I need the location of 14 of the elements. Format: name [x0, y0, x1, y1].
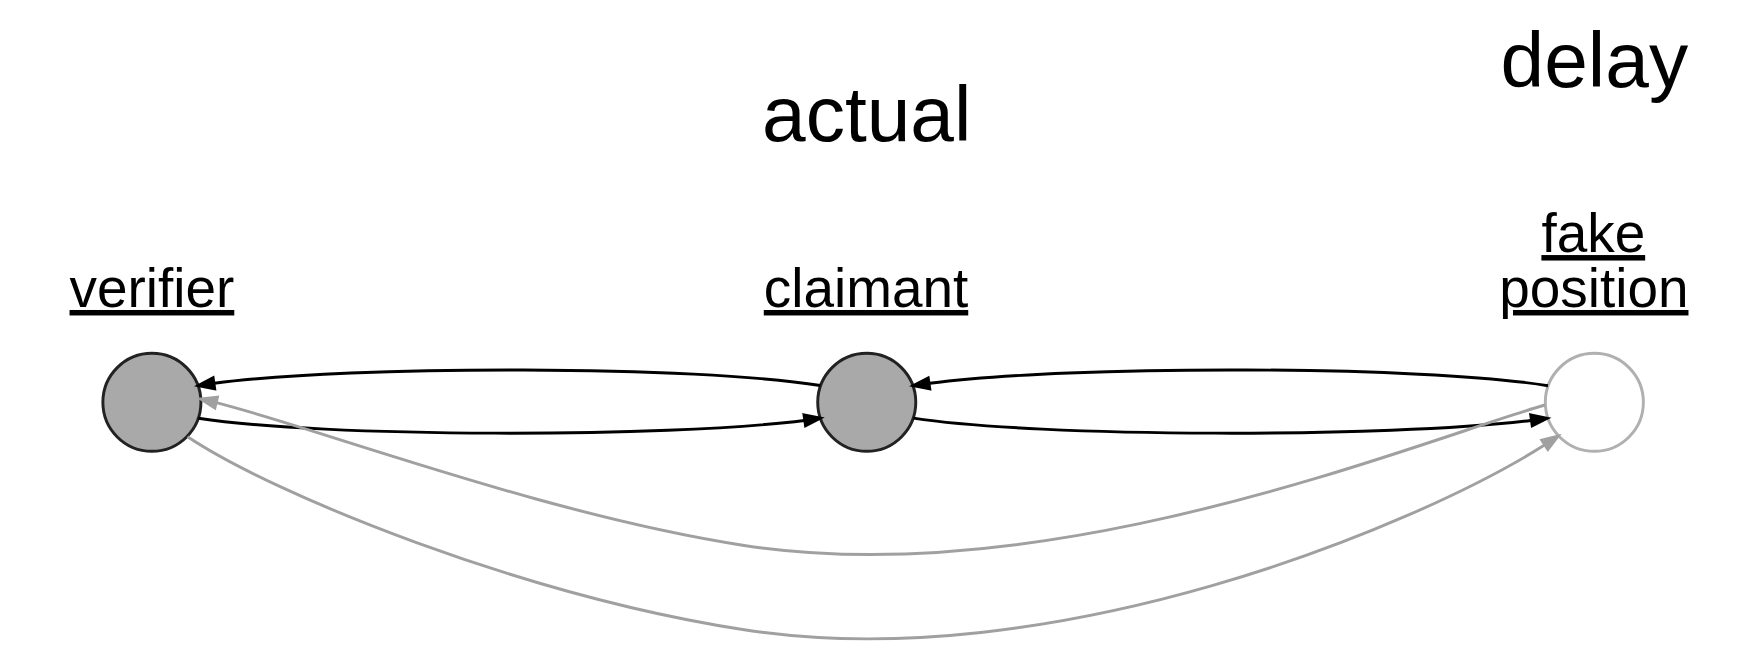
node-circle	[1543, 351, 1645, 453]
arrow	[196, 395, 1546, 556]
arrow	[913, 413, 1552, 435]
arrow	[198, 413, 825, 435]
node-circle	[816, 351, 918, 453]
node-label: claimant	[763, 256, 969, 319]
label: delay	[1500, 15, 1689, 104]
node-circle	[101, 351, 203, 453]
node-label: verifier	[69, 256, 235, 319]
label: actual	[762, 70, 972, 159]
arrow	[909, 368, 1549, 391]
node-label: fake position	[1499, 202, 1689, 319]
arrow	[186, 433, 1562, 640]
arrow	[193, 368, 821, 391]
